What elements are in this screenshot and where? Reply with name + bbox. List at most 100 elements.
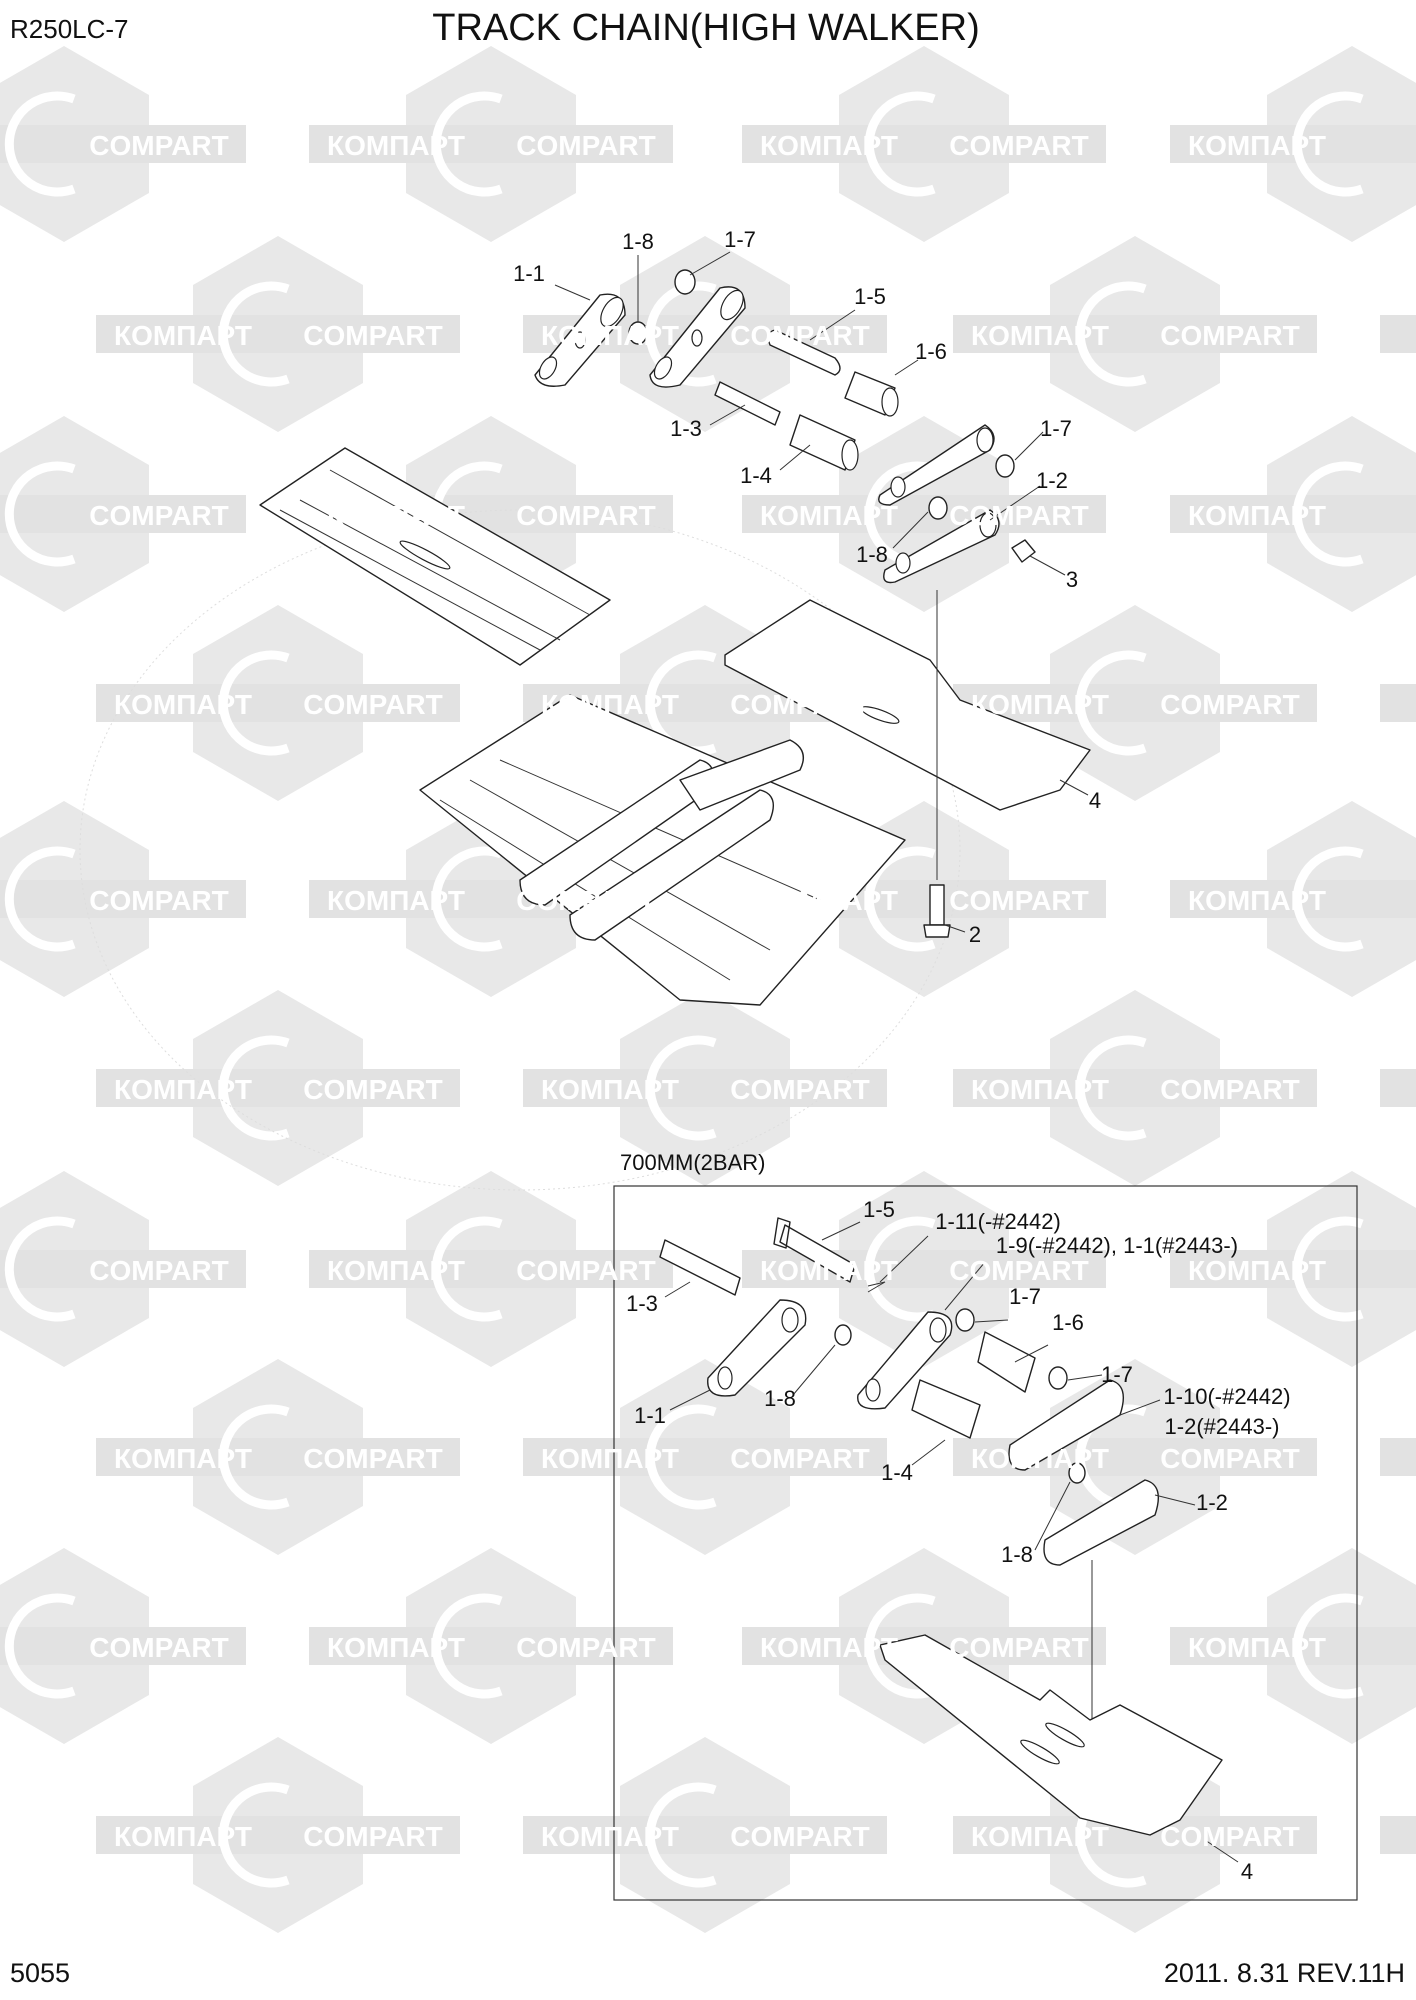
watermark-tile — [96, 1359, 460, 1555]
watermark-tile: КОМПАРТ — [760, 130, 898, 161]
seal-1-7 — [674, 269, 696, 295]
cotter-pin-1-11 — [867, 1281, 886, 1293]
watermark-tile: КОМПАРТ — [1188, 130, 1326, 161]
link-1-9-detail — [857, 1311, 953, 1410]
watermark-tile: COMPART — [516, 1255, 655, 1286]
watermark-tile — [309, 1171, 673, 1367]
watermark-tile: COMPART — [516, 500, 655, 531]
link-1-1 — [534, 293, 626, 387]
detail-frame — [613, 1185, 1358, 1901]
seal-1-8b-detail — [1068, 1462, 1086, 1484]
nut-3 — [1011, 539, 1036, 563]
watermark-tile — [1170, 1548, 1416, 1744]
callout-1-3: 1-3 — [670, 416, 702, 441]
watermark-tile: COMPART — [1160, 689, 1299, 720]
watermark-tile: COMPART — [303, 689, 442, 720]
watermark-tile: КОМПАРТ — [1188, 885, 1326, 916]
watermark-tile: КОМПАРТ — [114, 1074, 252, 1105]
watermark-tile: COMPART — [730, 689, 869, 720]
watermark-tile: КОМПАРТ — [114, 1443, 252, 1474]
callout-1-8b: 1-8 — [856, 542, 888, 567]
watermark-tile — [96, 605, 460, 801]
watermark-tile: КОМПАРТ — [1188, 1632, 1326, 1663]
seal-1-7b-detail — [1048, 1366, 1068, 1390]
watermark-tile: КОМПАРТ — [971, 689, 1109, 720]
track-assembly — [419, 694, 906, 1006]
link-1-1b — [649, 286, 746, 388]
leader-lines-main — [554, 251, 1089, 933]
watermark-tile: COMPART — [730, 1821, 869, 1852]
watermark-tile: COMPART — [516, 130, 655, 161]
callout-1-5: 1-5 — [854, 284, 886, 309]
watermark-tile — [1170, 46, 1416, 242]
watermark-tile: КОМПАРТ — [1188, 1255, 1326, 1286]
watermark-tile: COMPART — [949, 1255, 1088, 1286]
watermark-tile: КОМПАРТ — [114, 320, 252, 351]
page-number: 5055 — [10, 1958, 70, 1988]
watermark-tile: COMPART — [1160, 1443, 1299, 1474]
detail-callout-4: 4 — [1241, 1859, 1253, 1884]
watermark-tile: COMPART — [89, 1255, 228, 1286]
watermark-tile: КОМПАРТ — [971, 1821, 1109, 1852]
detail-callout-1-7: 1-7 — [1009, 1284, 1041, 1309]
watermark-tile: COMPART — [516, 1632, 655, 1663]
watermark-tile — [1380, 315, 1416, 353]
watermark-tile — [523, 1737, 887, 1933]
callout-1-2: 1-2 — [1036, 468, 1068, 493]
revision-date: 2011. 8.31 REV.11H — [1164, 1958, 1405, 1988]
watermark-tile: КОМПАРТ — [541, 1821, 679, 1852]
watermark-tile: КОМПАРТ — [327, 1255, 465, 1286]
detail-callout-1-5: 1-5 — [863, 1197, 895, 1222]
detail-callout-1-9: 1-9(-#2442), 1-1(#2443-) — [996, 1233, 1238, 1258]
seal-1-8-detail — [834, 1324, 852, 1346]
detail-callout-1-2: 1-2 — [1196, 1490, 1228, 1515]
watermark-tile — [1380, 1438, 1416, 1476]
watermark-tile: КОМПАРТ — [971, 1074, 1109, 1105]
seal-1-7-detail — [955, 1308, 975, 1332]
callout-1-8: 1-8 — [622, 229, 654, 254]
callout-1-1: 1-1 — [513, 261, 545, 286]
watermark-tile — [523, 990, 887, 1186]
watermark-tile — [96, 1737, 460, 1933]
watermark-tile: COMPART — [89, 130, 228, 161]
detail-callout-1-8b: 1-8 — [1001, 1542, 1033, 1567]
watermark-tile: COMPART — [949, 130, 1088, 161]
watermark-tile: COMPART — [303, 1821, 442, 1852]
watermark-tile: КОМПАРТ — [971, 320, 1109, 351]
watermark-tile — [309, 1548, 673, 1744]
link-1-2-upper — [878, 424, 995, 506]
watermark-tile: COMPART — [89, 1632, 228, 1663]
page-title: TRACK CHAIN(HIGH WALKER) — [432, 7, 980, 49]
leader-lines-detail — [664, 1221, 1239, 1863]
watermark-tile — [1380, 684, 1416, 722]
watermark-tile: COMPART — [89, 500, 228, 531]
callout-2: 2 — [969, 922, 981, 947]
watermark-tile: КОМПАРТ — [327, 500, 465, 531]
watermark-tile: COMPART — [1160, 1074, 1299, 1105]
seal-1-8b — [928, 496, 948, 520]
watermark-tile — [1380, 1069, 1416, 1107]
watermark-tile: КОМПАРТ — [541, 689, 679, 720]
watermark-tile: COMPART — [730, 320, 869, 351]
watermark-tile — [953, 236, 1317, 432]
watermark-tile: КОМПАРТ — [760, 1255, 898, 1286]
callout-4: 4 — [1089, 788, 1101, 813]
callout-1-4: 1-4 — [740, 463, 772, 488]
detail-callout-1-11: 1-11(-#2442) — [935, 1209, 1061, 1234]
pin-1-5-detail — [773, 1217, 856, 1283]
model-label: R250LC-7 — [10, 14, 129, 44]
watermark-tile — [96, 236, 460, 432]
watermark-tile: КОМПАРТ — [541, 320, 679, 351]
watermark-tile: КОМПАРТ — [541, 1443, 679, 1474]
detail-callout-1-3: 1-3 — [626, 1291, 658, 1316]
link-1-2-detail — [1043, 1479, 1159, 1566]
detail-callout-1-6: 1-6 — [1052, 1310, 1084, 1335]
seal-1-7b — [995, 454, 1015, 478]
detail-title: 700MM(2BAR) — [620, 1150, 765, 1175]
shoe-4 — [724, 599, 1091, 811]
callout-3: 3 — [1066, 567, 1078, 592]
detail-callout-1-10: 1-10(-#2442) — [1163, 1384, 1290, 1409]
watermark-tile: COMPART — [89, 885, 228, 916]
